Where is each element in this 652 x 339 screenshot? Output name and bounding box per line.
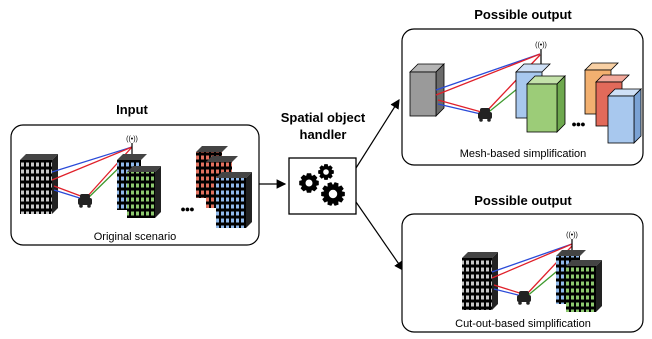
handler-title-line2: handler [300,127,347,142]
gray-building [20,154,58,214]
car-icon [78,194,92,208]
arrow-handler-to-mesh [355,98,400,169]
stacked-blocks [584,62,642,144]
mesh-car-icon [478,108,492,122]
svg-text:((•)): ((•)) [535,42,547,49]
gear-large-hole [328,189,338,199]
cutout-green-building [566,260,602,312]
mesh-ellipsis: ●●● [571,119,585,129]
cutout-output-caption: Cut-out-based simplification [455,318,591,330]
gray-block [409,63,445,117]
stacked-buildings [196,146,252,228]
green-building [127,166,161,218]
mesh-output-caption: Mesh-based simplification [460,148,587,160]
svg-text:((•)): ((•)) [126,136,138,143]
cutout-output-heading: Possible output [474,193,572,208]
green-block [526,75,566,133]
mesh-radio-links [435,53,541,116]
cutout-car-icon [517,291,531,305]
cutout-gray-building [462,252,498,310]
cutout-output-panel [401,213,644,333]
gear-small-top-hole [323,169,329,175]
svg-text:((•)): ((•)) [566,232,578,239]
arrow-handler-to-cutout [355,201,404,271]
mesh-output-heading: Possible output [474,7,572,22]
input-heading: Input [116,102,148,117]
gears-icon [299,164,345,206]
mesh-antenna-icon: ((•)) [535,42,547,66]
gear-small-left-hole [305,179,313,187]
input-ellipsis: ●●● [180,204,194,214]
handler-title-line1: Spatial object [281,110,366,125]
input-caption: Original scenario [94,231,177,243]
